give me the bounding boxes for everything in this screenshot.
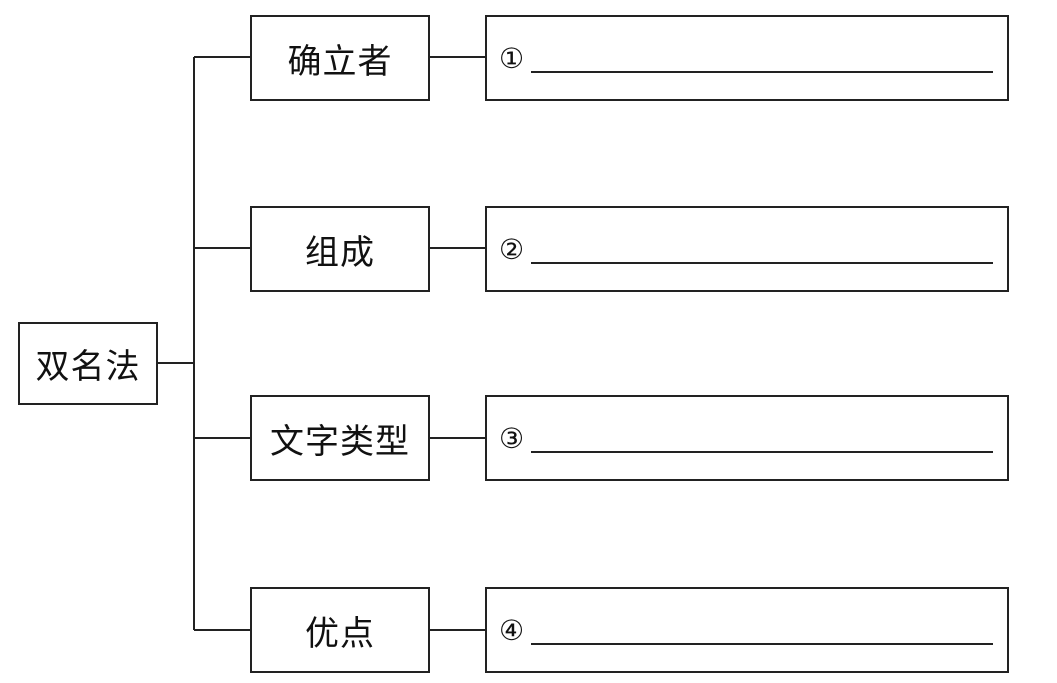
branch-node-composition: 组成 bbox=[250, 206, 430, 292]
answer-box-3: ③ bbox=[485, 395, 1009, 481]
root-node: 双名法 bbox=[18, 322, 158, 405]
branch-label: 文字类型 bbox=[270, 421, 410, 462]
branch-label: 确立者 bbox=[287, 41, 393, 82]
answer-number: ② bbox=[499, 232, 525, 266]
answer-blank-4[interactable] bbox=[531, 643, 993, 645]
answer-box-2: ② bbox=[485, 206, 1009, 292]
branch-node-establisher: 确立者 bbox=[250, 15, 430, 101]
answer-blank-2[interactable] bbox=[531, 262, 993, 264]
answer-number: ③ bbox=[499, 421, 525, 455]
answer-blank-3[interactable] bbox=[531, 451, 993, 453]
branch-node-advantage: 优点 bbox=[250, 587, 430, 673]
branch-node-script-type: 文字类型 bbox=[250, 395, 430, 481]
answer-blank-1[interactable] bbox=[531, 71, 993, 73]
branch-label: 组成 bbox=[305, 232, 375, 273]
answer-box-1: ① bbox=[485, 15, 1009, 101]
answer-box-4: ④ bbox=[485, 587, 1009, 673]
branch-label: 优点 bbox=[305, 613, 375, 654]
answer-number: ④ bbox=[499, 613, 525, 647]
answer-number: ① bbox=[499, 41, 525, 75]
root-label: 双名法 bbox=[35, 347, 141, 387]
